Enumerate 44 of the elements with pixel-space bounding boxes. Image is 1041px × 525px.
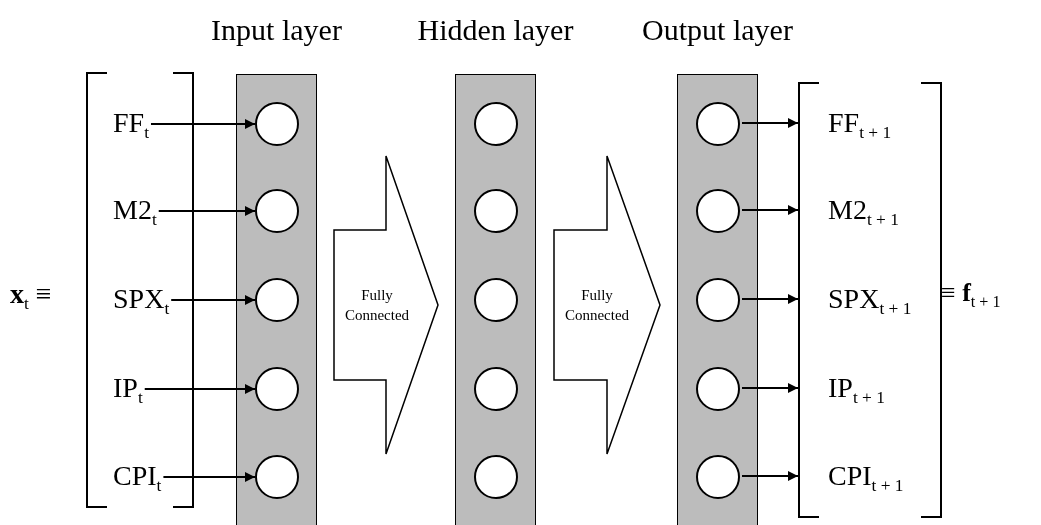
neuron-circle bbox=[474, 278, 518, 322]
arrow bbox=[741, 383, 799, 393]
arrow bbox=[162, 472, 256, 482]
neuron-circle bbox=[255, 189, 299, 233]
variable-label: CPI$_{t}$ bbox=[113, 454, 162, 498]
block-arrow bbox=[333, 155, 439, 455]
variable-label: M2$_{t}$ bbox=[113, 188, 157, 232]
arrow bbox=[157, 206, 256, 216]
variable-label: FF$_{t + 1}$ bbox=[798, 101, 938, 145]
block-arrow bbox=[553, 155, 661, 455]
block-arrow-label: Fully Connected bbox=[563, 285, 631, 324]
variable-label: M2$_{t + 1}$ bbox=[798, 188, 938, 232]
neuron-circle bbox=[474, 189, 518, 233]
equivalence-label: x$_{t}$ ≡ bbox=[10, 278, 52, 315]
layer-heading: Hidden layer bbox=[417, 13, 574, 47]
neuron-circle bbox=[255, 455, 299, 499]
variable-label: SPX$_{t}$ bbox=[113, 277, 170, 321]
block-arrow-label: Fully Connected bbox=[343, 285, 411, 324]
layer-heading: Output layer bbox=[642, 13, 793, 47]
neuron-circle bbox=[696, 455, 740, 499]
arrow bbox=[143, 384, 256, 394]
neuron-circle bbox=[696, 367, 740, 411]
neuron-circle bbox=[696, 189, 740, 233]
variable-label: FF$_{t}$ bbox=[113, 101, 149, 145]
neuron-circle bbox=[696, 278, 740, 322]
variable-label: IP$_{t}$ bbox=[113, 366, 143, 410]
arrow bbox=[741, 294, 799, 304]
arrow bbox=[170, 295, 256, 305]
variable-label: SPX$_{t + 1}$ bbox=[798, 277, 938, 321]
arrow bbox=[741, 205, 799, 215]
neuron-circle bbox=[696, 102, 740, 146]
layer-heading: Input layer bbox=[211, 13, 342, 47]
neuron-circle bbox=[474, 455, 518, 499]
variable-label: CPI$_{t + 1}$ bbox=[798, 454, 938, 498]
neuron-circle bbox=[255, 278, 299, 322]
arrow bbox=[150, 119, 256, 129]
arrow bbox=[741, 471, 799, 481]
variable-label: IP$_{t + 1}$ bbox=[798, 366, 938, 410]
neuron-circle bbox=[474, 367, 518, 411]
neuron-circle bbox=[255, 102, 299, 146]
arrow bbox=[741, 118, 799, 128]
neuron-circle bbox=[474, 102, 518, 146]
equivalence-label: ≡ f$_{t + 1}$ bbox=[941, 278, 1001, 311]
neuron-circle bbox=[255, 367, 299, 411]
